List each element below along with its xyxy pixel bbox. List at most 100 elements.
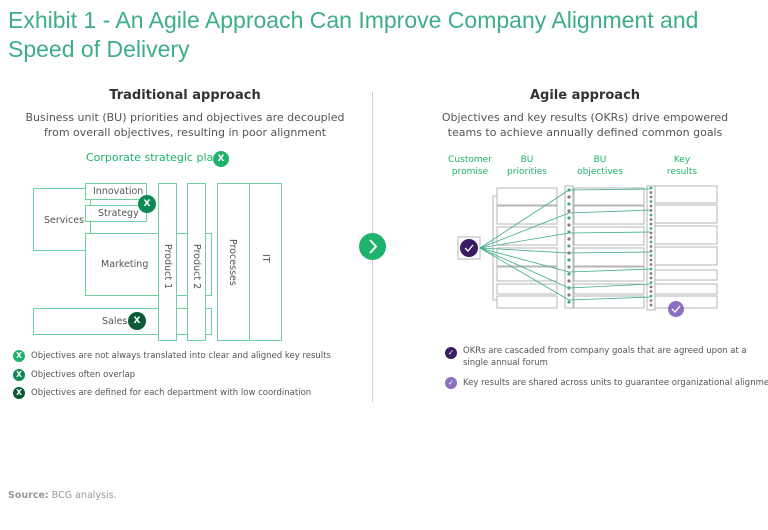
bu-priority-box bbox=[496, 205, 558, 225]
legend-text: Objectives are not always translated int… bbox=[31, 351, 331, 361]
checkmark-icon bbox=[464, 244, 474, 252]
x-mark-icon: X bbox=[138, 195, 156, 213]
objective-dot bbox=[567, 300, 571, 304]
shared-key-result-check-circle bbox=[668, 301, 684, 317]
marketing-label: Marketing bbox=[101, 259, 149, 270]
chevron-right-icon bbox=[369, 239, 378, 254]
traditional-subtitle-line2: from overall objectives, resulting in po… bbox=[43, 126, 327, 139]
key-result-dot bbox=[649, 254, 653, 257]
cascade-line bbox=[568, 268, 652, 273]
customer-promise-check-circle bbox=[460, 239, 478, 257]
services-label: Services bbox=[44, 215, 85, 226]
bu-priority-box bbox=[496, 283, 558, 295]
key-result-box bbox=[654, 269, 718, 281]
key-result-dot bbox=[649, 231, 653, 235]
key-result-dot bbox=[649, 195, 653, 199]
cascade-line bbox=[479, 212, 570, 249]
box-innovation: Innovation bbox=[85, 183, 147, 200]
legend-item: X Objectives are not always translated i… bbox=[13, 350, 353, 364]
traditional-subtitle: Business unit (BU) priorities and object… bbox=[0, 110, 370, 140]
header-key-results: Key results bbox=[652, 154, 712, 178]
key-result-dot bbox=[649, 272, 653, 275]
cascade-line bbox=[568, 296, 652, 301]
header-text: BU bbox=[520, 155, 534, 165]
bu-objective-box bbox=[573, 266, 645, 282]
bu-objective-box bbox=[573, 226, 645, 246]
cascade-line bbox=[568, 283, 652, 289]
objective-dot bbox=[567, 230, 571, 234]
exhibit-title: Exhibit 1 - An Agile Approach Can Improv… bbox=[8, 7, 699, 62]
key-result-dot bbox=[649, 191, 653, 194]
cascade-line bbox=[568, 209, 652, 214]
key-result-box bbox=[654, 204, 718, 224]
processes-label: Processes bbox=[227, 239, 238, 286]
header-text: objectives bbox=[577, 167, 623, 177]
key-result-dot bbox=[649, 294, 653, 298]
objective-dot bbox=[567, 272, 571, 276]
traditional-subtitle-line1: Business unit (BU) priorities and object… bbox=[25, 111, 345, 124]
key-result-dot bbox=[649, 200, 653, 203]
bu-objective-box bbox=[573, 247, 645, 267]
objective-dot bbox=[567, 202, 571, 206]
key-result-dot bbox=[649, 236, 653, 239]
header-text: results bbox=[666, 167, 698, 177]
bu-priority-box bbox=[496, 295, 558, 309]
objective-dot bbox=[567, 279, 571, 283]
header-text: Customer bbox=[448, 155, 492, 165]
cascade-line bbox=[479, 247, 570, 273]
key-result-dot bbox=[649, 245, 653, 248]
box-product-2: Product 2 bbox=[187, 183, 206, 341]
key-result-dot bbox=[649, 303, 653, 307]
box-sales: Sales bbox=[33, 308, 212, 335]
key-result-dot bbox=[649, 249, 653, 253]
key-result-dot bbox=[649, 281, 653, 284]
traditional-heading: Traditional approach bbox=[109, 88, 261, 103]
objective-dot bbox=[567, 223, 571, 227]
bu-priority-box bbox=[496, 247, 558, 267]
key-result-dot bbox=[649, 213, 653, 217]
cascade-line bbox=[479, 232, 570, 249]
box-it: IT bbox=[249, 183, 282, 341]
key-result-dot bbox=[649, 285, 653, 289]
checkmark-icon: ✓ bbox=[445, 347, 457, 359]
product-1-label: Product 1 bbox=[162, 244, 173, 290]
product-2-label: Product 2 bbox=[191, 244, 202, 290]
legend-text: Objectives are defined for each departme… bbox=[31, 388, 312, 398]
bracket bbox=[492, 195, 497, 301]
x-mark-icon: X bbox=[213, 151, 229, 167]
bu-priority-box bbox=[496, 187, 558, 206]
key-result-box bbox=[654, 225, 718, 245]
next-arrow-button[interactable] bbox=[359, 233, 386, 260]
header-text: Key bbox=[673, 155, 691, 165]
bu-objective-box bbox=[573, 205, 645, 225]
source-note: Source: BCG analysis. bbox=[8, 490, 117, 501]
key-result-box bbox=[654, 246, 718, 266]
x-mark-icon: X bbox=[128, 312, 146, 330]
key-result-dot bbox=[649, 186, 653, 190]
legend-text: Objectives often overlap bbox=[31, 370, 136, 380]
objective-dot bbox=[567, 209, 571, 213]
checkmark-icon bbox=[671, 305, 681, 313]
objective-dot bbox=[567, 188, 571, 192]
objective-dot bbox=[567, 251, 571, 255]
key-result-dot bbox=[649, 240, 653, 244]
key-result-connector-bar bbox=[646, 185, 656, 311]
key-result-dot bbox=[649, 227, 653, 230]
legend-item: X Objectives are defined for each depart… bbox=[13, 387, 353, 401]
corporate-strategic-plan: Corporate strategic plan bbox=[86, 151, 221, 164]
legend-item: ✓ OKRs are cascaded from company goals t… bbox=[445, 345, 765, 371]
key-result-dot bbox=[649, 222, 653, 226]
legend-item: ✓ Key results are shared across units to… bbox=[445, 377, 768, 391]
box-strategy: Strategy bbox=[85, 205, 147, 222]
key-result-dot bbox=[649, 276, 653, 280]
source-text: BCG analysis. bbox=[51, 490, 117, 501]
objective-dot bbox=[567, 293, 571, 297]
cascade-line bbox=[479, 247, 570, 254]
key-result-dot bbox=[649, 209, 653, 212]
objective-dot bbox=[567, 286, 571, 290]
